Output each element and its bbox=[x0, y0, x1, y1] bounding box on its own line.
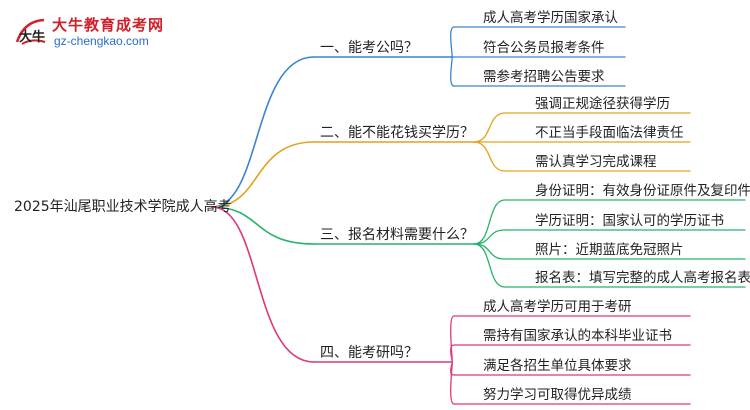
branch-4-leaf-4-link bbox=[450, 361, 455, 405]
brand-logo: 大牛 大牛教育成考网 gz-chengkao.com bbox=[14, 12, 214, 52]
leaf-1-3: 需参考招聘公告要求 bbox=[483, 69, 605, 85]
brand-name: 大牛教育成考网 bbox=[52, 16, 165, 34]
leaf-2-2: 不正当手段面临法律责任 bbox=[535, 125, 684, 141]
leaf-3-2: 学历证明：国家认可的学历证书 bbox=[535, 213, 724, 229]
logo-mark-text: 大牛 bbox=[19, 29, 45, 45]
branch-2-leaf-3-link bbox=[473, 141, 506, 172]
root-to-branch-4-link bbox=[211, 206, 315, 363]
branch-3-label: 三、报名材料需要什么？ bbox=[320, 227, 474, 243]
leaf-1-2: 符合公务员报考条件 bbox=[483, 40, 605, 56]
branch-4-label: 四、能考研吗？ bbox=[320, 345, 418, 361]
leaf-4-3: 满足各招生单位具体要求 bbox=[483, 358, 632, 374]
root-to-branch-2-link bbox=[211, 141, 315, 208]
branch-1-label: 一、能考公吗？ bbox=[320, 40, 418, 56]
leaf-3-1: 身份证明：有效身份证原件及复印件 bbox=[535, 183, 750, 199]
root-to-branch-3-link bbox=[211, 206, 315, 245]
branch-3-leaf-2-link bbox=[473, 229, 506, 245]
leaf-1-1: 成人高考学历国家承认 bbox=[483, 10, 618, 26]
leaf-3-3: 照片：近期蓝底免冠照片 bbox=[535, 242, 684, 258]
leaf-2-1: 强调正规途径获得学历 bbox=[535, 96, 670, 112]
branch-3-leaf-1-link bbox=[473, 199, 506, 245]
branch-3-leaf-4-link bbox=[473, 243, 506, 288]
leaf-4-2: 需持有国家承认的本科毕业证书 bbox=[483, 328, 672, 344]
branch-3-leaf-3-link bbox=[473, 243, 506, 260]
leaf-4-4: 努力学习可取得优异成绩 bbox=[483, 387, 632, 403]
leaf-4-1: 成人高考学历可用于考研 bbox=[483, 299, 632, 315]
leaf-2-3: 需认真学习完成课程 bbox=[535, 154, 657, 170]
branch-2-label: 二、能不能花钱买学历？ bbox=[320, 125, 474, 141]
branch-1-leaf-3-link bbox=[450, 56, 455, 87]
leaf-3-4: 报名表：填写完整的成人高考报名表 bbox=[535, 270, 750, 286]
root-topic: 2025年汕尾职业技术学院成人高考 bbox=[14, 199, 232, 215]
branch-2-leaf-1-link bbox=[473, 112, 506, 143]
brand-url: gz-chengkao.com bbox=[54, 34, 149, 48]
branch-1-leaf-1-link bbox=[450, 26, 455, 58]
brand-logo-icon: 大牛 bbox=[15, 18, 46, 45]
root-to-branch-1-link bbox=[211, 56, 315, 208]
